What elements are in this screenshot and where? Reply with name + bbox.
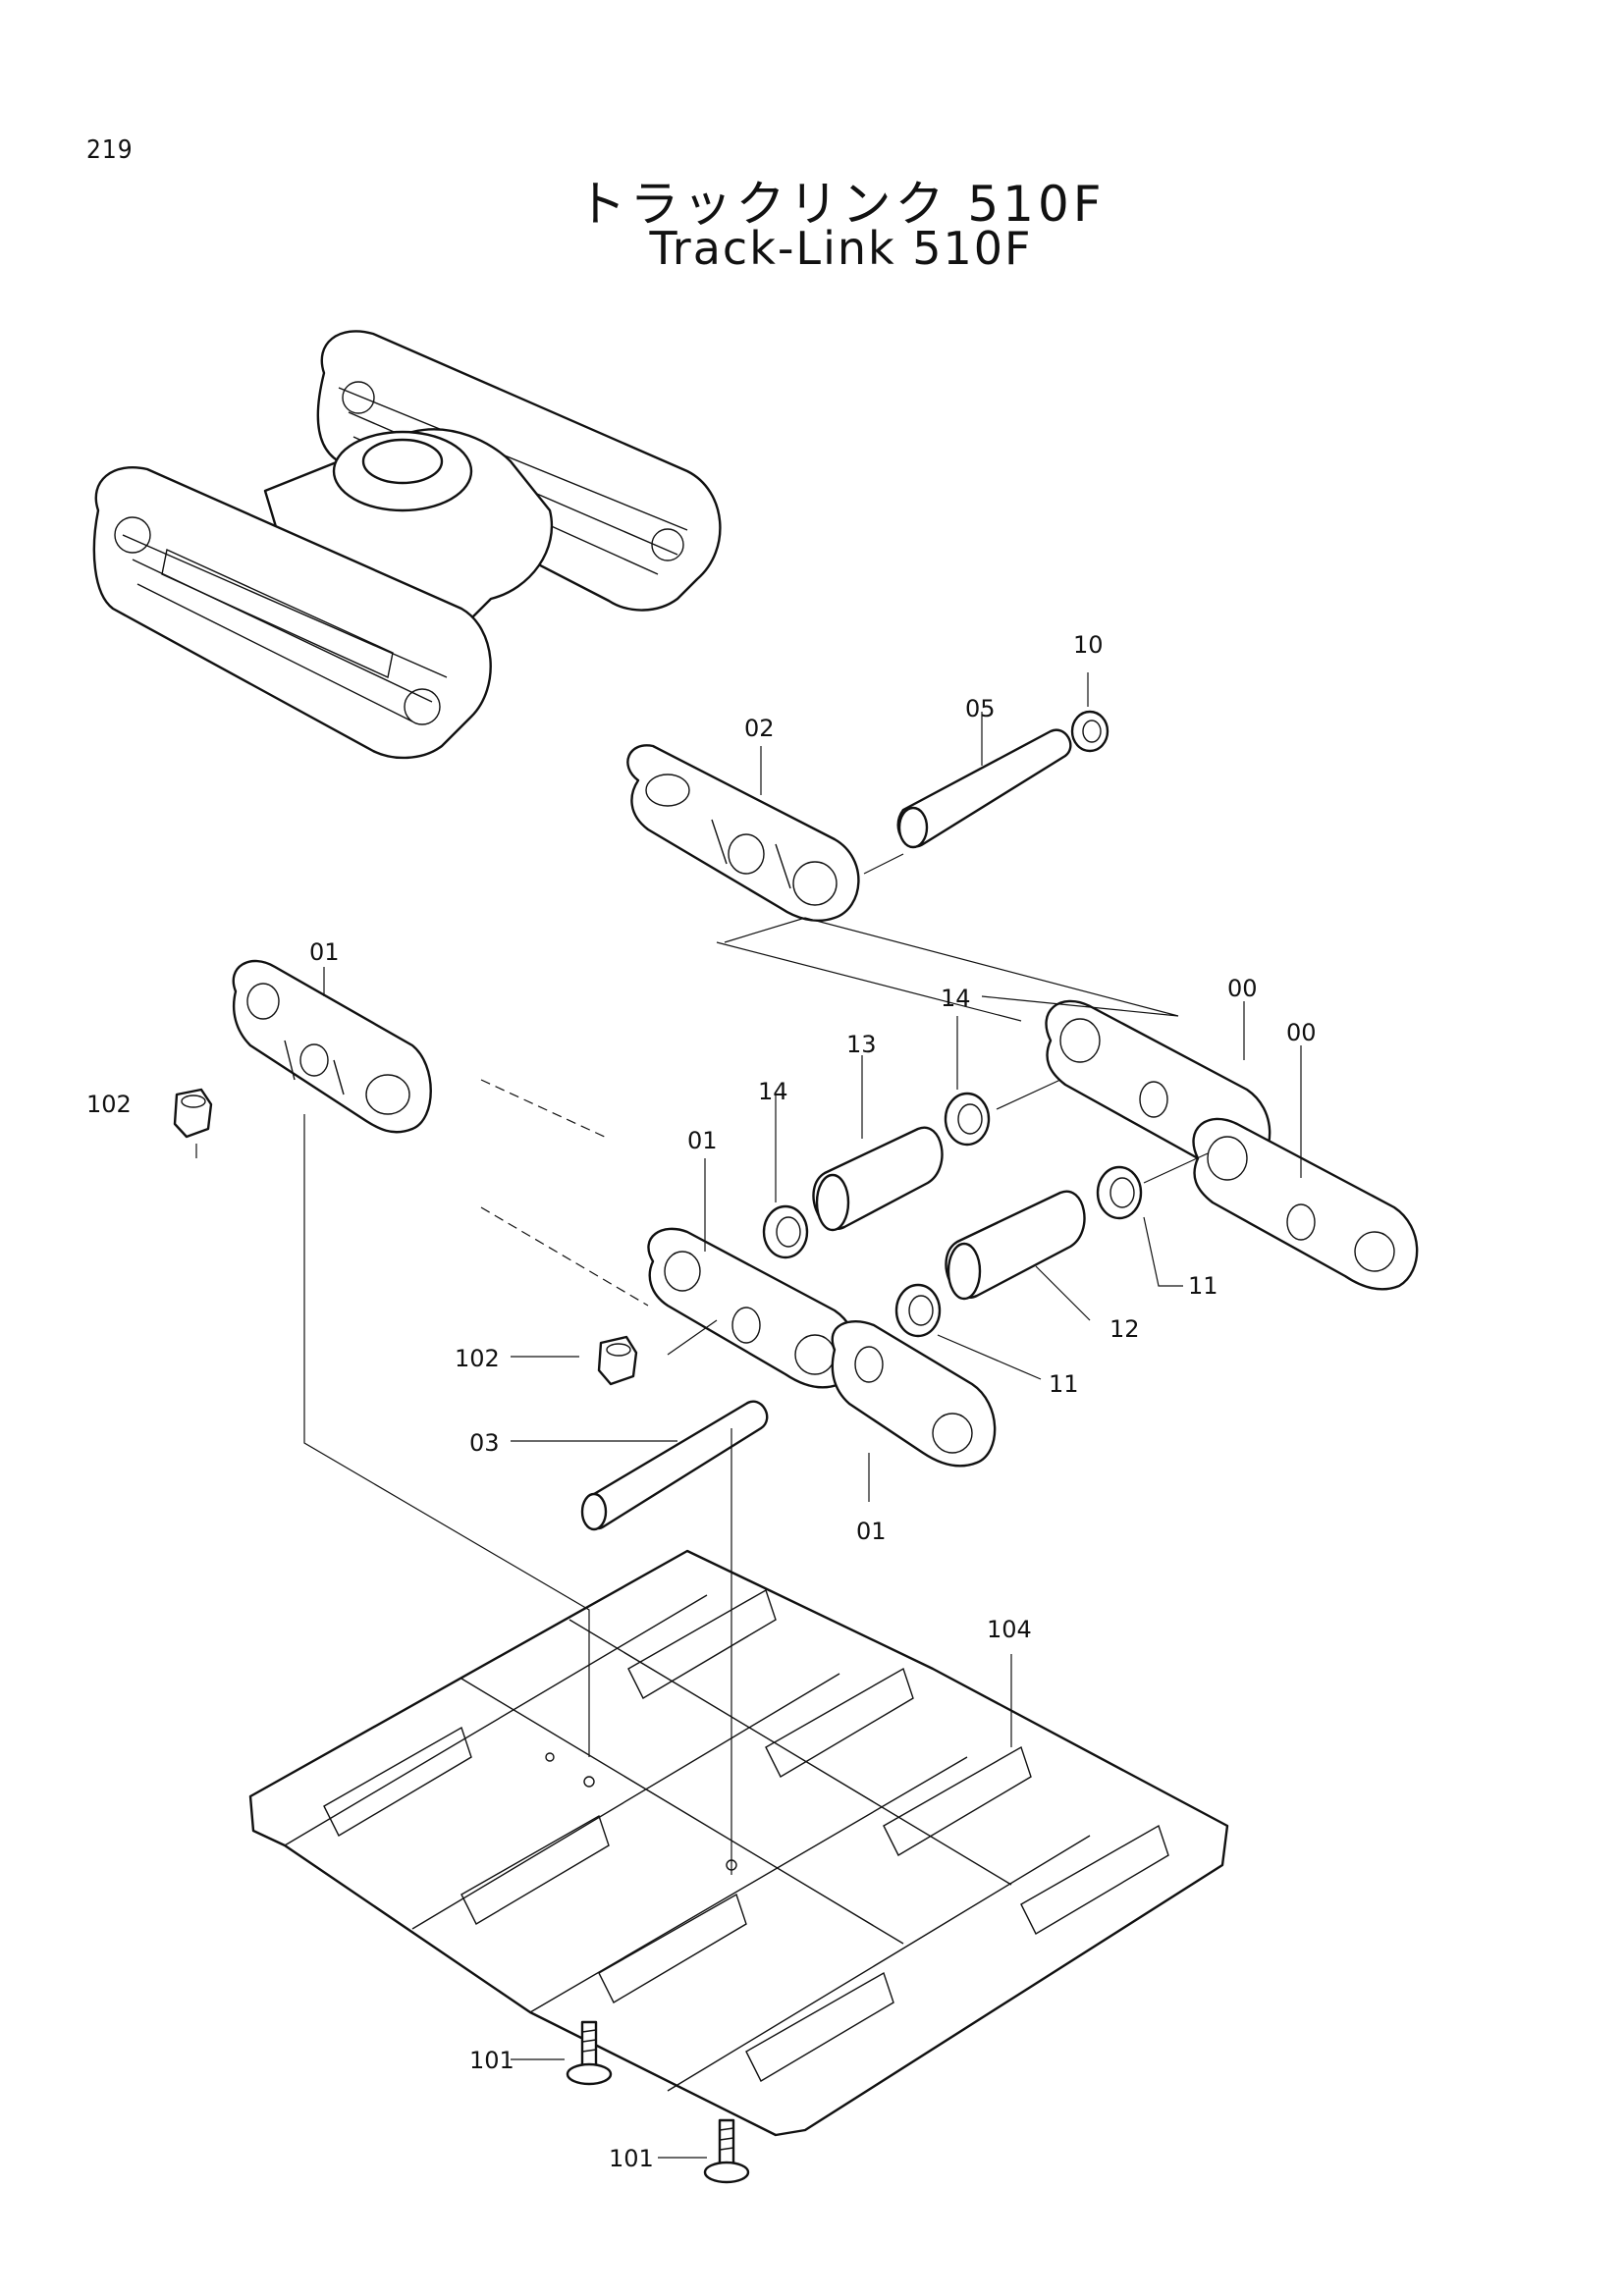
callout-104: 104 <box>987 1616 1032 1643</box>
bushing-13 <box>812 1126 944 1232</box>
pin-05 <box>896 728 1072 849</box>
callout-11-b: 11 <box>1049 1370 1079 1398</box>
assembly-lines <box>303 853 1209 1875</box>
callout-02: 02 <box>744 715 775 742</box>
bolt-101-a <box>566 2020 613 2086</box>
seal-14-lower <box>762 1204 809 1259</box>
callout-12: 12 <box>1109 1315 1140 1343</box>
nut-102-middle <box>597 1335 638 1386</box>
callout-14-b: 14 <box>758 1078 788 1105</box>
track-shoes-104 <box>248 1549 1229 2137</box>
callout-102-top: 102 <box>86 1091 132 1118</box>
seal-11-right <box>1096 1165 1143 1220</box>
callout-labels: 10 05 02 01 00 00 102 14 13 14 01 11 12 … <box>86 631 1317 2172</box>
callout-01-top: 01 <box>309 938 340 966</box>
callout-00-b: 00 <box>1286 1019 1317 1046</box>
callout-00-a: 00 <box>1227 975 1258 1002</box>
callout-11-a: 11 <box>1188 1272 1218 1300</box>
callout-102-mid: 102 <box>455 1345 500 1372</box>
callout-10: 10 <box>1073 631 1104 659</box>
callout-leaders <box>195 672 1302 2159</box>
callout-13: 13 <box>846 1031 877 1058</box>
track-link-01-top <box>232 959 432 1134</box>
title-english: Track-Link 510F <box>649 222 1033 275</box>
track-link-00 <box>1045 999 1419 1291</box>
track-link-01-middle <box>647 1227 997 1468</box>
callout-14-a: 14 <box>941 985 971 1012</box>
nut-102-top <box>173 1088 213 1139</box>
track-link-02 <box>626 744 860 922</box>
callout-101-b: 101 <box>609 2145 654 2172</box>
callout-01-bot: 01 <box>856 1518 887 1545</box>
callout-05: 05 <box>965 695 996 722</box>
callout-101-a: 101 <box>469 2047 514 2074</box>
seal-11-left <box>894 1283 942 1338</box>
bolt-101-b <box>703 2118 750 2184</box>
title-japanese: トラックリンク 510F <box>576 176 1106 233</box>
page-number: 219 <box>86 135 134 165</box>
callout-03: 03 <box>469 1429 500 1457</box>
seal-14-upper <box>944 1092 991 1147</box>
undercarriage-overview <box>92 330 722 760</box>
bushing-12 <box>945 1190 1086 1301</box>
pin-03 <box>580 1400 769 1531</box>
snap-ring-10 <box>1070 710 1109 753</box>
callout-01-mid: 01 <box>687 1127 718 1154</box>
